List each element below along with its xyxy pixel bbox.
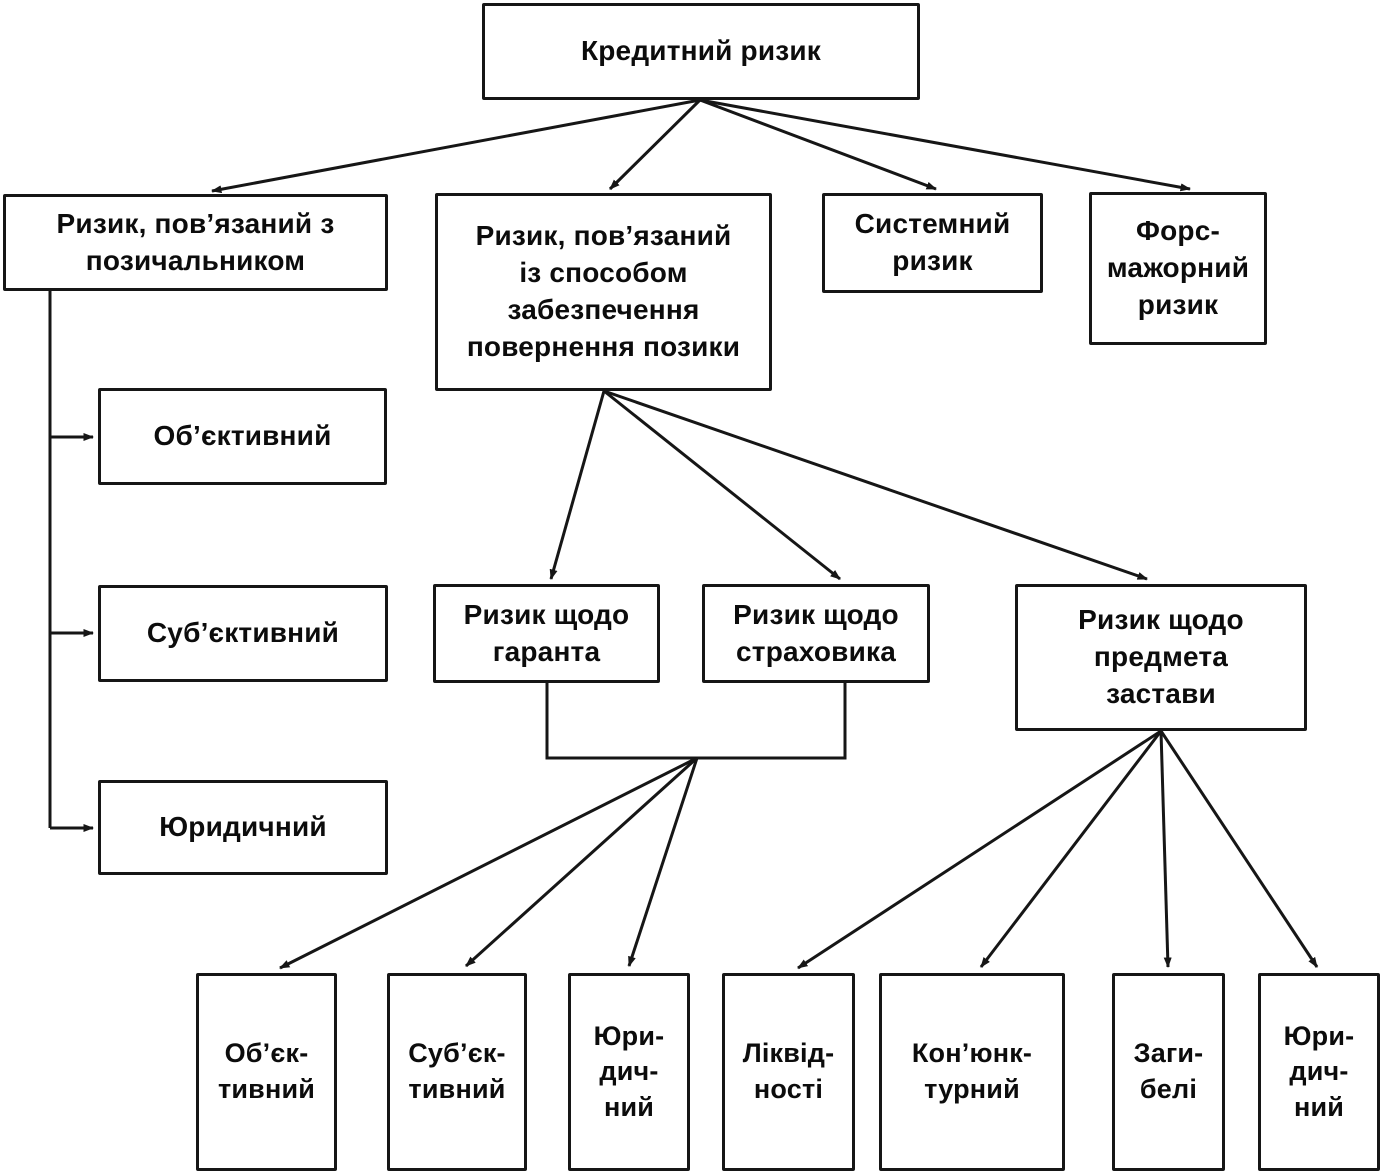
node-legal-bottom-2: Юри- дич- ний xyxy=(1258,973,1380,1171)
node-loss-risk: Заги- белі xyxy=(1112,973,1225,1171)
node-subjective-bottom: Суб’єк- тивний xyxy=(387,973,527,1171)
node-objective-bottom: Об’єк- тивний xyxy=(196,973,337,1171)
node-objective-risk: Об’єктивний xyxy=(98,388,387,485)
node-guarantor-risk: Ризик щодо гаранта xyxy=(433,584,660,683)
node-conjuncture-risk: Кон’юнк- турний xyxy=(879,973,1065,1171)
node-liquidity-risk: Ліквід- ності xyxy=(722,973,855,1171)
node-insurer-risk: Ризик щодо страховика xyxy=(702,584,930,683)
node-force-majeure-risk: Форс- мажорний ризик xyxy=(1089,192,1267,345)
node-pledge-subject-risk: Ризик щодо предмета застави xyxy=(1015,584,1307,731)
node-legal-risk: Юридичний xyxy=(98,780,388,875)
node-legal-bottom-1: Юри- дич- ний xyxy=(568,973,690,1171)
node-credit-risk: Кредитний ризик xyxy=(482,3,920,100)
node-borrower-risk: Ризик, пов’язаний з позичальником xyxy=(3,194,388,291)
node-subjective-risk: Суб’єктивний xyxy=(98,585,388,682)
node-collateral-method-risk: Ризик, пов’язаний із способом забезпечен… xyxy=(435,193,772,391)
node-systemic-risk: Системний ризик xyxy=(822,193,1043,293)
